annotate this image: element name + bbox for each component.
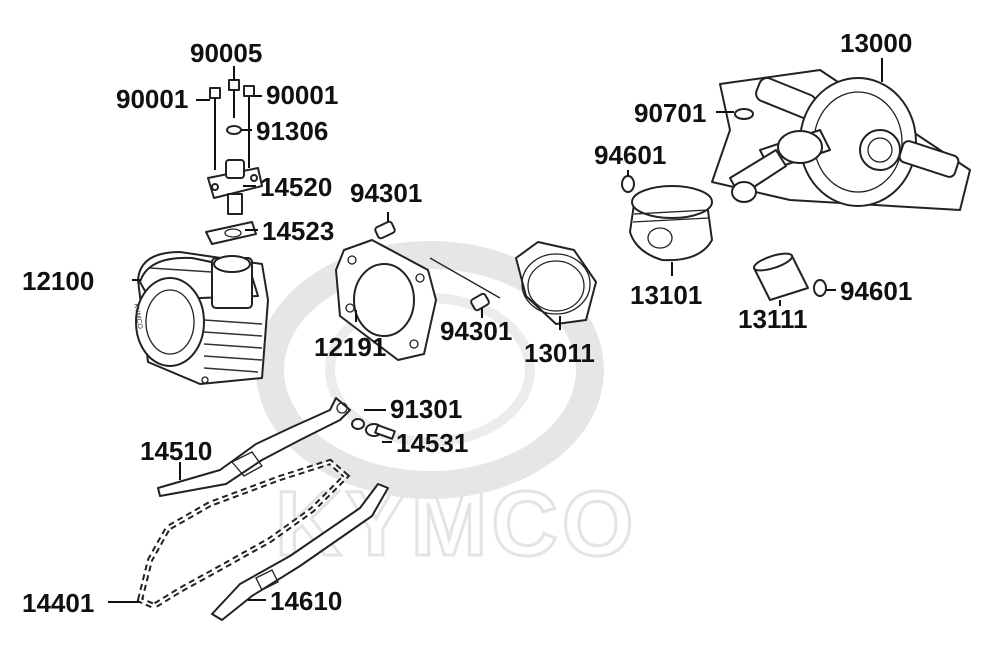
piston-13101 [629,185,713,262]
leader-lines [108,58,883,603]
label-14510: 14510 [140,436,212,466]
part-labels: 90005 90001 90001 91306 14520 14523 1210… [22,28,912,618]
label-94601-right: 94601 [840,276,912,306]
bolt-90005 [228,79,240,118]
cylinder-12100: KYMCO [132,251,269,385]
piston-ring-set-13011 [515,241,597,325]
label-90001-left: 90001 [116,84,188,114]
label-94301-top: 94301 [350,178,422,208]
label-12191: 12191 [314,332,386,362]
piston-pin-clip-94601-top [621,175,635,193]
label-90005: 90005 [190,38,262,68]
label-13111: 13111 [738,304,807,334]
kymco-watermark: KYMCO [256,241,637,577]
dowel-pin-94301-top [374,220,396,240]
label-14531: 14531 [396,428,468,458]
chain-guide-14610 [211,483,389,621]
label-90701: 90701 [634,98,706,128]
label-13101: 13101 [630,280,702,310]
woodruff-key-90701 [734,108,754,120]
bolt-90001-left [209,87,221,170]
label-94601-top: 94601 [594,140,666,170]
crankshaft-13000 [711,69,971,211]
piston-pin-13111 [752,252,809,301]
label-12100: 12100 [22,266,94,296]
chain-tensioner-guide-14510 [157,397,351,497]
chain-tensioner-14520 [207,159,263,215]
label-14610: 14610 [270,586,342,616]
pivot-bolt-14531 [365,423,396,440]
label-91306: 91306 [256,116,328,146]
watermark-text: KYMCO [275,473,637,575]
label-13000: 13000 [840,28,912,58]
washer-91306 [226,125,242,135]
label-14520: 14520 [260,172,332,202]
dowel-pin-94301-bottom [470,292,490,312]
label-91301: 91301 [390,394,462,424]
label-94301-bottom: 94301 [440,316,512,346]
label-14401: 14401 [22,588,94,618]
label-14523: 14523 [262,216,334,246]
tensioner-gasket-14523 [205,221,257,245]
label-13011: 13011 [524,338,595,368]
cam-chain-14401 [136,458,351,610]
label-90001-right: 90001 [266,80,338,110]
washer-91301 [351,418,365,430]
cylinder-gasket-12191 [335,239,501,361]
bolt-90001-right [243,85,255,168]
piston-pin-clip-94601-right [813,279,827,297]
cylinder-stamp: KYMCO [132,303,143,330]
